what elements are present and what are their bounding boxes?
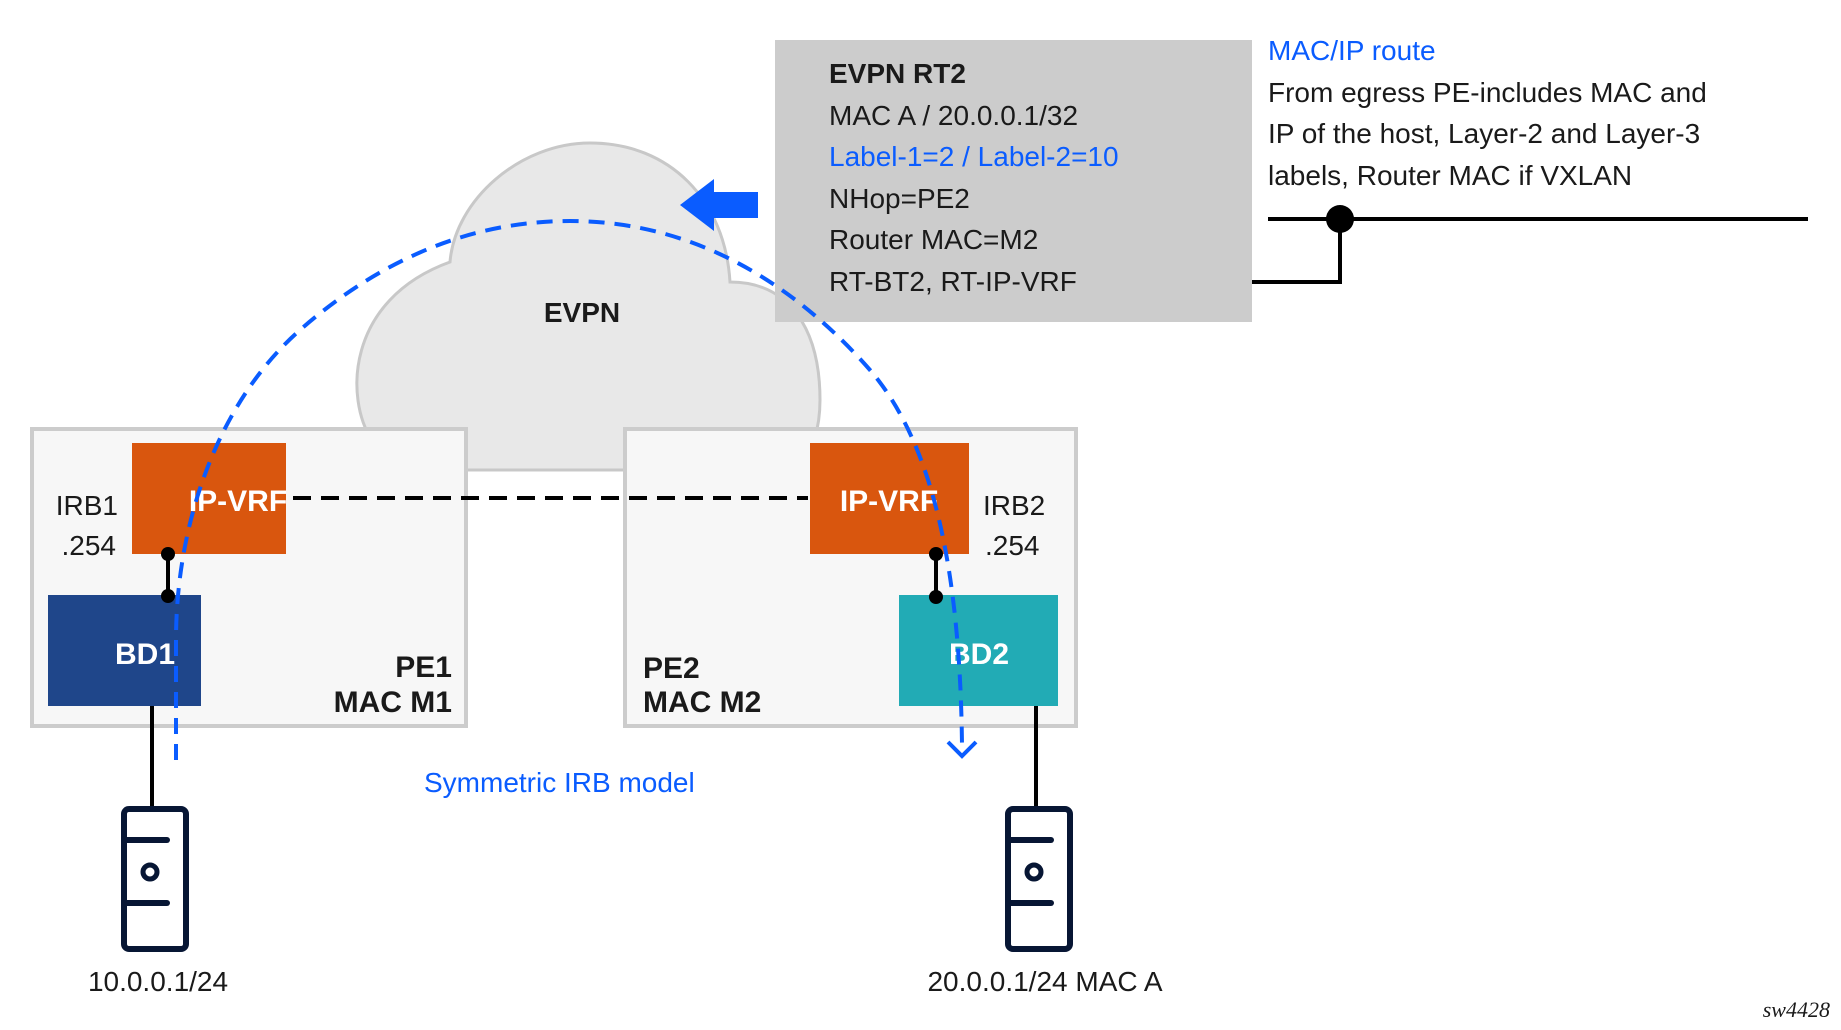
pe1-ip-vrf[interactable] <box>132 443 286 554</box>
pe1-mac: MAC M1 <box>334 686 452 719</box>
host1-label: 10.0.0.1/24 <box>88 966 228 997</box>
advertise-arrow-icon <box>680 179 758 231</box>
pe2-irb-addr: .254 <box>985 530 1040 561</box>
pe2-name: PE2 <box>643 652 700 685</box>
pe2-irb-dot-top <box>929 547 943 561</box>
pe2-bd2[interactable] <box>899 595 1058 706</box>
pe1-irb-name: IRB1 <box>56 490 118 521</box>
traffic-path-arc <box>174 218 964 760</box>
pe2-ip-vrf-label: IP-VRF <box>840 485 938 518</box>
pe1-irb-dot-top <box>161 547 175 561</box>
callout-title: MAC/IP route <box>1268 35 1436 66</box>
callout-line-3: labels, Router MAC if VXLAN <box>1268 160 1632 191</box>
flow-label: Symmetric IRB model <box>424 767 695 798</box>
pe1-bd1-label: BD1 <box>115 638 175 671</box>
route-line-mac-ip: MAC A / 20.0.0.1/32 <box>829 100 1078 131</box>
pe1-name: PE1 <box>395 651 452 684</box>
pe2-mac: MAC M2 <box>643 686 761 719</box>
route-box <box>775 40 1252 322</box>
route-line-labels: Label-1=2 / Label-2=10 <box>829 141 1119 172</box>
callout-line-1: From egress PE-includes MAC and <box>1268 77 1707 108</box>
evpn-cloud <box>355 141 822 472</box>
callout-connector <box>1252 219 1342 284</box>
pe2-irb-name: IRB2 <box>983 490 1045 521</box>
host1-server-icon[interactable] <box>121 806 189 952</box>
host2-label: 20.0.0.1/24 MAC A <box>927 966 1162 997</box>
cloud-label: EVPN <box>544 297 620 328</box>
callout-dot <box>1326 205 1354 233</box>
host2-server-icon[interactable] <box>1005 806 1073 952</box>
pe1-irb-addr: .254 <box>62 530 117 561</box>
figure-id: sw4428 <box>1763 997 1830 1022</box>
traffic-arrowhead-icon <box>946 740 978 759</box>
route-line-router-mac: Router MAC=M2 <box>829 224 1038 255</box>
route-box-title: EVPN RT2 <box>829 58 966 89</box>
pe1-ip-vrf-label: IP-VRF <box>189 485 287 518</box>
callout-line-2: IP of the host, Layer-2 and Layer-3 <box>1268 118 1700 149</box>
pe1-irb-dot-bottom <box>161 589 175 603</box>
route-line-nhop: NHop=PE2 <box>829 183 970 214</box>
pe2-irb-dot-bottom <box>929 590 943 604</box>
route-line-rt: RT-BT2, RT-IP-VRF <box>829 266 1077 297</box>
